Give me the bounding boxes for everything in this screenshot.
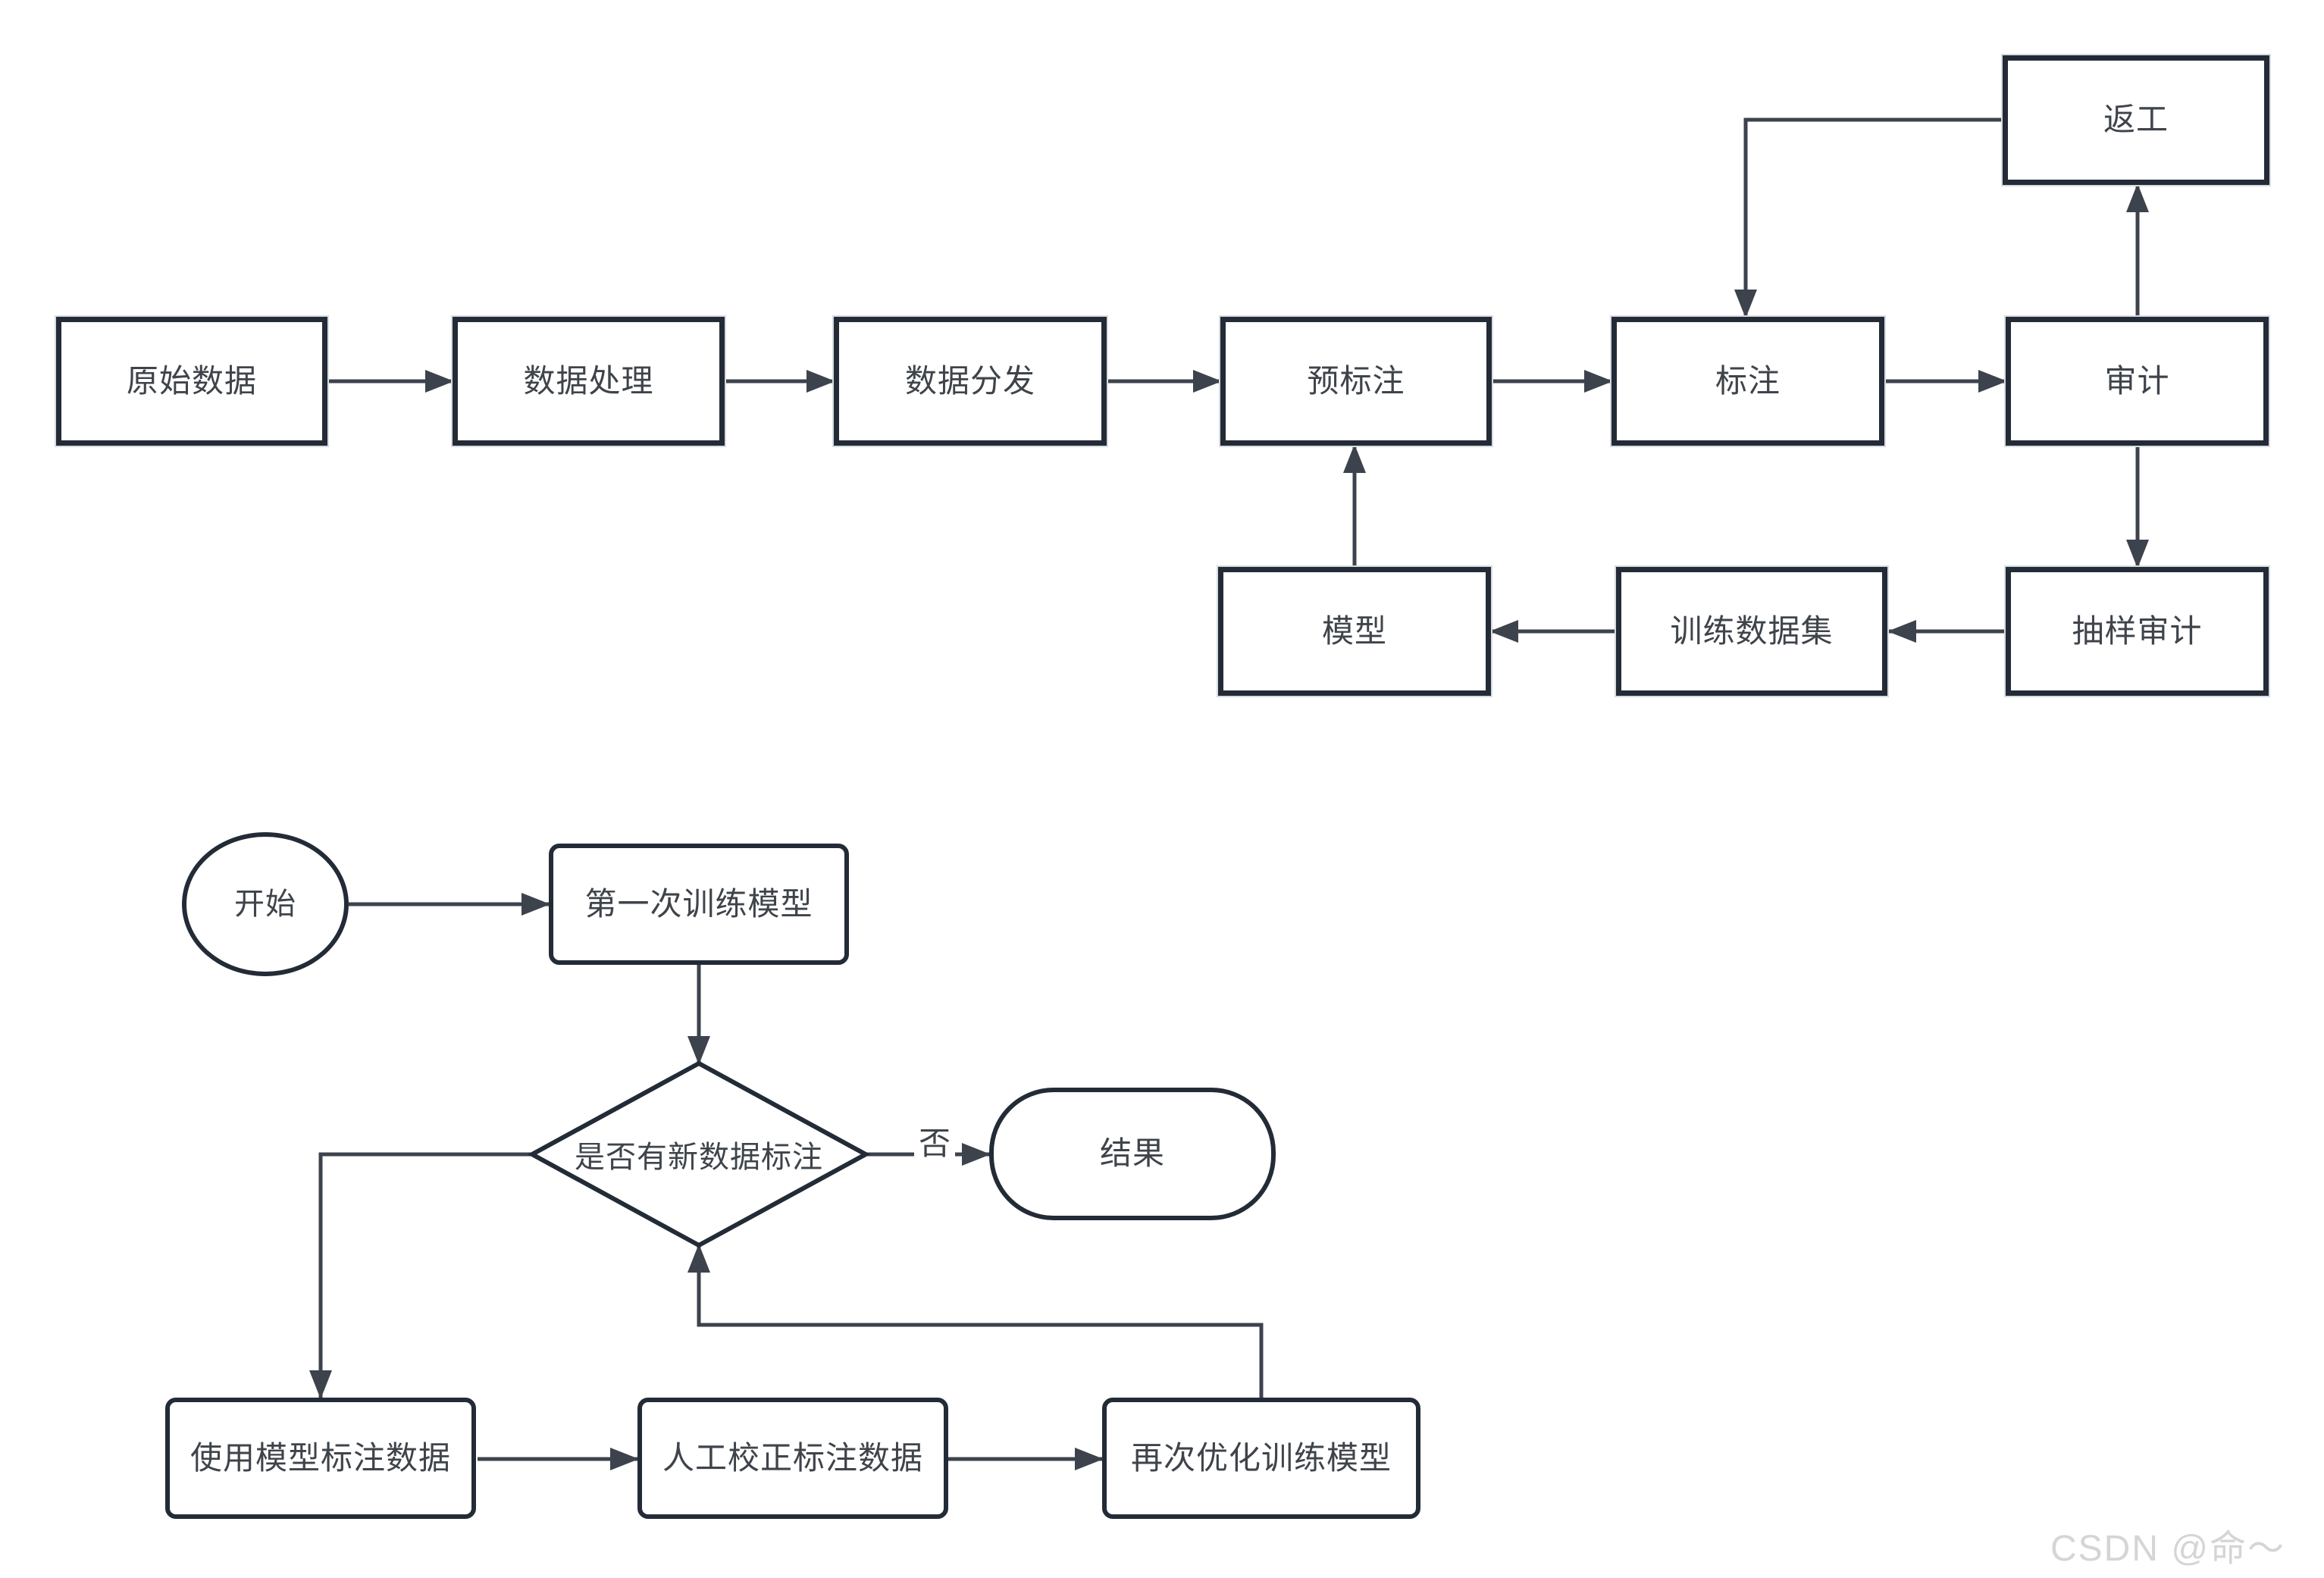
edge-label-no: 否	[914, 1120, 955, 1161]
node-pre-annotation: 预标注	[1220, 317, 1492, 446]
node-use-model-annotate: 使用模型标注数据	[165, 1398, 476, 1519]
node-data-processing: 数据处理	[453, 317, 725, 446]
node-start: 开始	[182, 832, 349, 976]
node-decision-label: 是否有新数据标注	[575, 1141, 823, 1174]
csdn-watermark: CSDN @命～	[2050, 1529, 2286, 1569]
node-annotation: 标注	[1611, 317, 1884, 446]
node-training-dataset: 训练数据集	[1616, 567, 1887, 696]
node-manual-correction: 人工校正标注数据	[637, 1398, 948, 1519]
decision-diamond-shape	[527, 1060, 871, 1248]
node-re-optimize: 再次优化训练模型	[1102, 1398, 1420, 1519]
node-model: 模型	[1218, 567, 1491, 696]
node-raw-data: 原始数据	[56, 317, 327, 446]
edge-decision-to-usemodel	[309, 1152, 532, 1400]
node-sampling-audit: 抽样审计	[2006, 567, 2269, 696]
edge-rework-to-annotation	[1734, 117, 2003, 319]
node-first-training: 第一次训练模型	[549, 844, 849, 965]
node-rework: 返工	[2003, 55, 2269, 185]
node-result: 结果	[989, 1088, 1276, 1220]
node-data-distribution: 数据分发	[834, 317, 1107, 446]
edge-reoptimize-to-decision	[687, 1243, 1264, 1398]
node-audit: 审计	[2006, 317, 2269, 446]
